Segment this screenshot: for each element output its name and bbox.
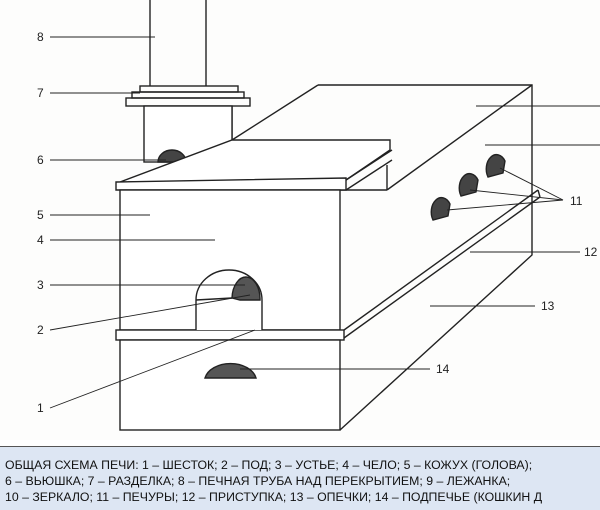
stove-top	[115, 139, 393, 191]
caption-line-3: 10 – ЗЕРКАЛО; 11 – ПЕЧУРЫ; 12 – ПРИСТУПК…	[5, 490, 543, 504]
label-12: 12	[584, 245, 598, 259]
label-8: 8	[37, 30, 44, 44]
chimney-pipe	[149, 0, 207, 86]
pechura-icon	[485, 153, 506, 178]
label-2: 2	[37, 323, 44, 337]
label-11: 11	[570, 194, 583, 208]
stove-side	[231, 84, 533, 431]
stove-diagram: 8 7 6 5 4 3 2 1 14 11 12 13	[37, 0, 600, 431]
stove-front	[115, 189, 345, 431]
label-13: 13	[541, 299, 555, 313]
label-4: 4	[37, 233, 44, 247]
pechura-icon	[430, 196, 451, 221]
zaslonka	[231, 276, 261, 301]
pristupka	[343, 189, 541, 339]
pechura-icon	[458, 172, 479, 197]
label-1: 1	[37, 401, 44, 415]
label-5: 5	[37, 208, 44, 222]
leader-lines	[49, 36, 600, 409]
label-3: 3	[37, 278, 44, 292]
label-6: 6	[37, 153, 44, 167]
caption-line-2: 6 – ВЬЮШКА; 7 – РАЗДЕЛКА; 8 – ПЕЧНАЯ ТРУ…	[5, 474, 511, 488]
podpeche-icon	[204, 362, 257, 379]
label-7: 7	[37, 86, 44, 100]
caption-line-1: ОБЩАЯ СХЕМА ПЕЧИ: 1 – ШЕСТОК; 2 – ПОД; 3…	[5, 458, 533, 472]
label-14: 14	[436, 362, 450, 376]
caption: ОБЩАЯ СХЕМА ПЕЧИ: 1 – ШЕСТОК; 2 – ПОД; 3…	[0, 446, 600, 510]
